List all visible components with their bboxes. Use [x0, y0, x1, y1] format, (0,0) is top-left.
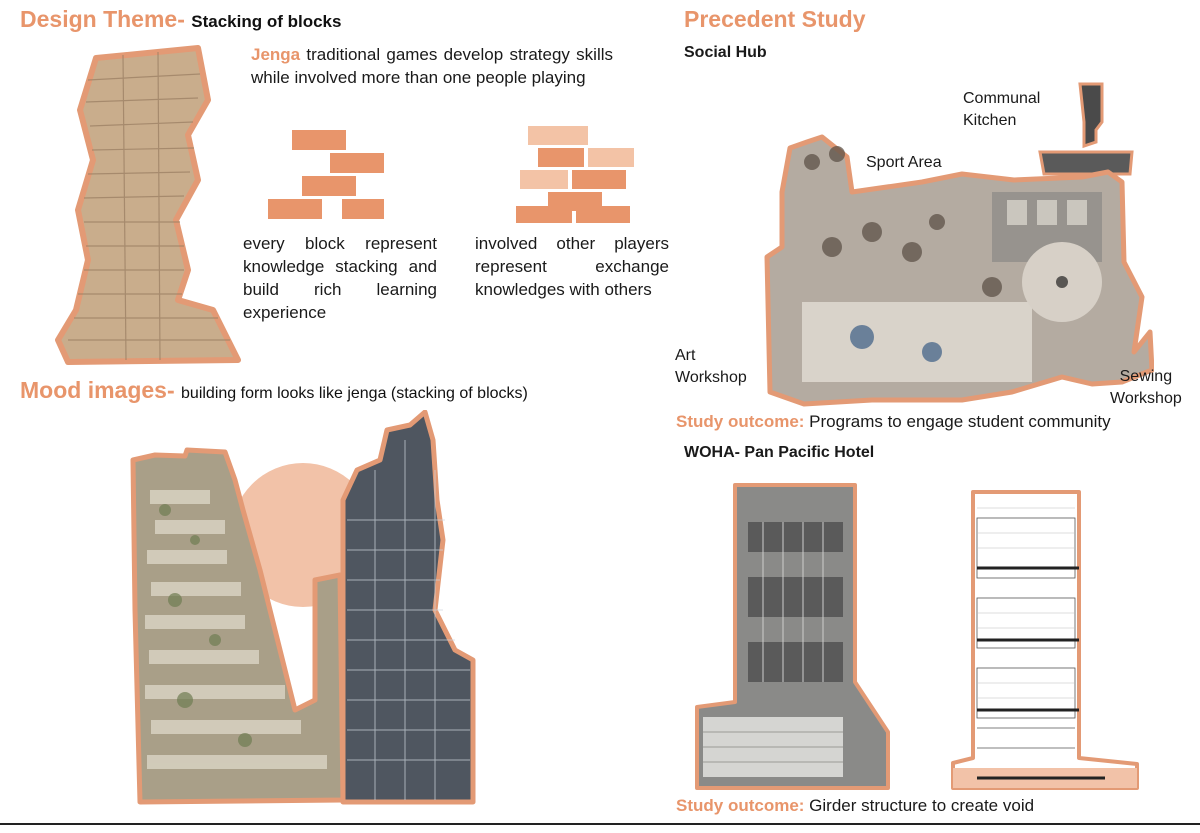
social-hub-collage-image — [764, 82, 1154, 407]
precedent-study-title: Precedent Study — [684, 6, 866, 32]
communal-kitchen-line2: Kitchen — [963, 112, 1017, 129]
study-outcome-1-text: Programs to engage student community — [804, 412, 1111, 431]
art-workshop-label: Art Workshop — [675, 345, 747, 389]
mood-images-heading: Mood images- — [20, 377, 175, 403]
social-hub-heading: Social Hub — [684, 44, 767, 61]
sport-area-label: Sport Area — [866, 154, 942, 171]
study-outcome-1-label: Study outcome: — [676, 412, 805, 431]
pan-pacific-photo — [695, 483, 890, 790]
mood-images-title: Mood images- building form looks like je… — [20, 377, 528, 404]
art-workshop-line2: Workshop — [675, 369, 747, 386]
brick-stack-diagram — [268, 130, 384, 219]
sewing-workshop-label: Sewing Workshop — [1110, 366, 1182, 410]
study-outcome-2-text: Girder structure to create void — [804, 796, 1035, 815]
bottom-rule — [0, 823, 1200, 825]
design-theme-heading: Design Theme- — [20, 6, 185, 32]
art-workshop-line1: Art — [675, 347, 696, 364]
communal-kitchen-line1: Communal — [963, 90, 1041, 107]
brick-exchange-diagram — [516, 126, 634, 223]
jenga-text: traditional games develop strategy skill… — [251, 45, 613, 87]
jenga-word: Jenga — [251, 45, 301, 64]
mood-buildings-image — [130, 410, 476, 805]
design-theme-subtitle: Stacking of blocks — [191, 12, 342, 31]
study-outcome-2-label: Study outcome: — [676, 796, 805, 815]
study-outcome-1: Study outcome: Programs to engage studen… — [676, 412, 1111, 432]
woha-heading: WOHA- Pan Pacific Hotel — [684, 444, 875, 461]
mood-images-subtitle: building form looks like jenga (stacking… — [181, 385, 528, 402]
sewing-workshop-line1: Sewing — [1119, 368, 1173, 385]
players-represent-text: involved other players represent exchang… — [475, 234, 669, 299]
study-outcome-2: Study outcome: Girder structure to creat… — [676, 796, 1034, 816]
block-represent-text: every block represent knowledge stacking… — [243, 234, 437, 322]
jenga-tower-image — [55, 45, 241, 365]
design-theme-title: Design Theme- Stacking of blocks — [20, 6, 341, 33]
communal-kitchen-label: Communal Kitchen — [963, 88, 1040, 132]
pan-pacific-section-drawing — [951, 490, 1139, 790]
sewing-workshop-line2: Workshop — [1110, 390, 1182, 407]
jenga-description: Jenga traditional games develop strategy… — [251, 44, 613, 89]
